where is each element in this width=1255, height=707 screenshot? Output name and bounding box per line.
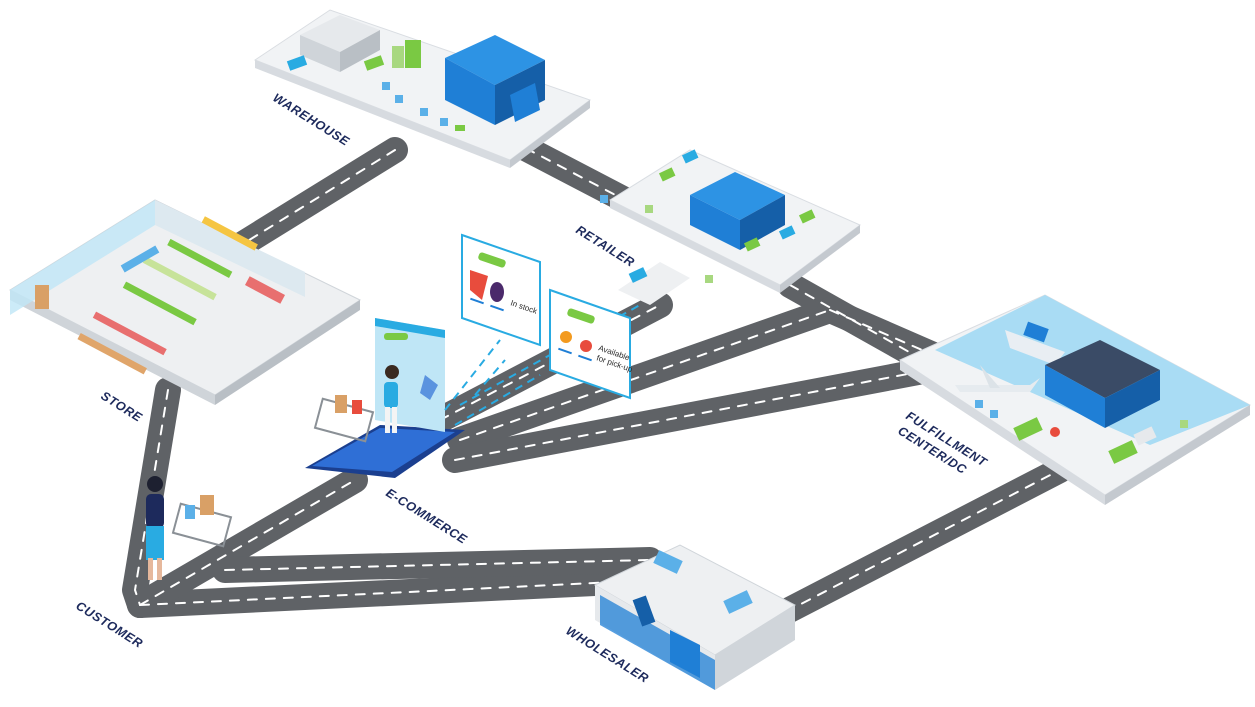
pickup-card: Available for pick-up xyxy=(549,288,634,400)
warehouse-node: WAREHOUSE xyxy=(253,9,592,168)
store-label: STORE xyxy=(98,389,144,425)
ecommerce-node: E-COMMERCE xyxy=(305,318,470,547)
ecommerce-label: E-COMMERCE xyxy=(383,486,469,547)
road-customer-wholesaler-upper xyxy=(212,547,663,583)
store-node: STORE xyxy=(8,199,362,425)
road-network xyxy=(122,127,1073,633)
retailer-label: RETAILER xyxy=(573,223,637,270)
fulfillment-node: FULFILLMENT CENTER/DC xyxy=(895,294,1251,505)
in-stock-card: In stock xyxy=(461,233,541,347)
retailer-node: RETAILER xyxy=(573,149,861,305)
